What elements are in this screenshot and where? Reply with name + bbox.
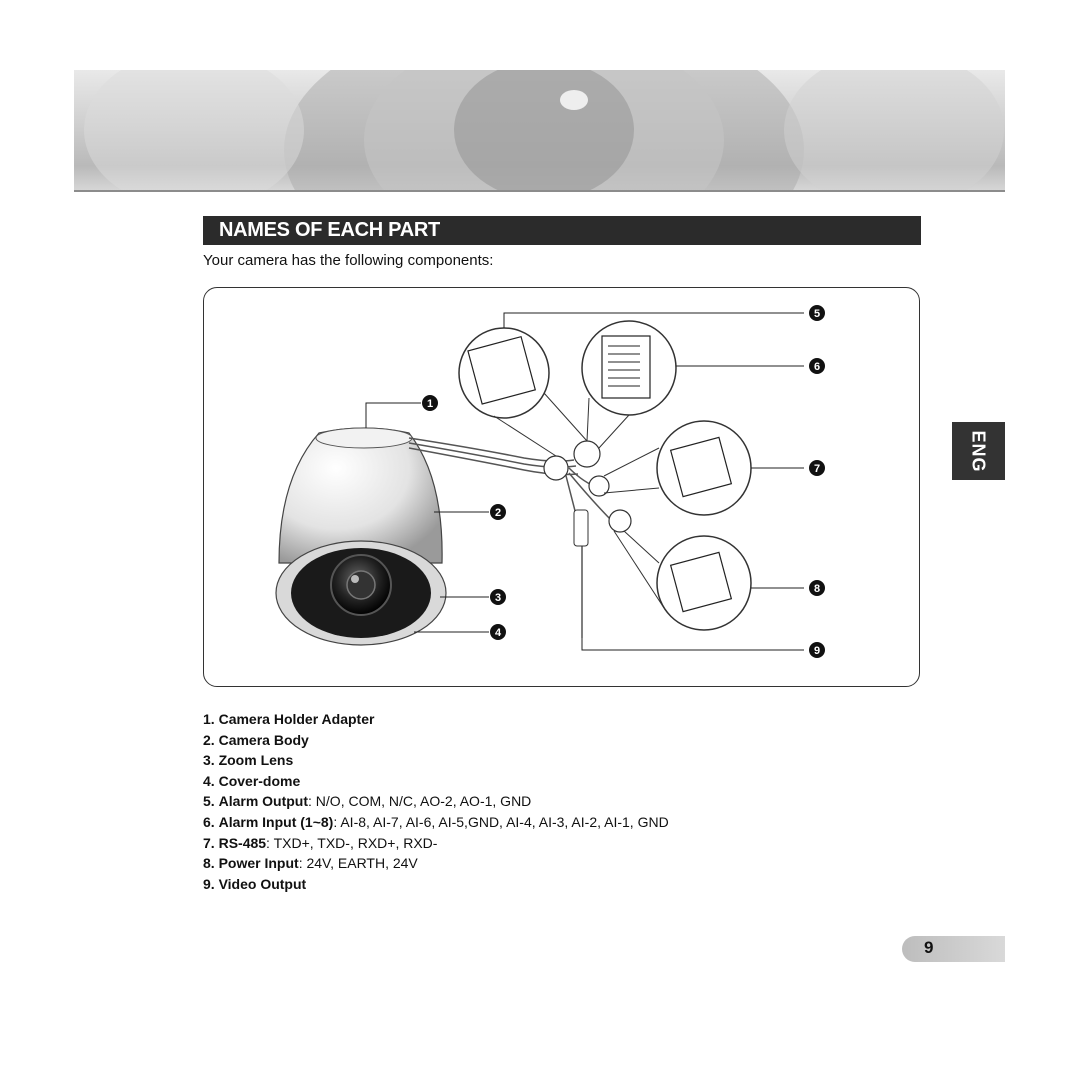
list-item: 4. Cover-dome — [203, 772, 301, 789]
callout-1-label: 1 — [427, 398, 433, 410]
camera-parts-diagram: 1 2 3 4 5 6 7 8 9 — [203, 287, 920, 687]
callout-7-label: 7 — [814, 463, 820, 475]
callout-9-label: 9 — [814, 645, 820, 657]
callout-5-label: 5 — [814, 308, 820, 320]
list-item: 8. Power Input: 24V, EARTH, 24V — [203, 855, 418, 872]
list-item: 1. Camera Holder Adapter — [203, 711, 375, 727]
section-title: NAMES OF EACH PART — [203, 216, 921, 245]
callout-3: 3 — [490, 589, 506, 605]
header-banner-image — [74, 70, 1005, 192]
list-item: 5. Alarm Output: N/O, COM, N/C, AO-2, AO… — [203, 793, 532, 810]
camera-body-illustration — [275, 427, 447, 646]
callout-7: 7 — [809, 460, 825, 476]
callout-6: 6 — [809, 358, 825, 374]
language-tab: ENG — [952, 422, 1005, 480]
callout-1: 1 — [422, 395, 438, 411]
callout-4: 4 — [490, 624, 506, 640]
list-item: 3. Zoom Lens — [203, 752, 294, 769]
callout-5: 5 — [809, 305, 825, 321]
list-item: 9. Video Output — [203, 875, 307, 892]
list-item: 7. RS-485: TXD+, TXD-, RXD+, RXD- — [203, 834, 438, 851]
page-number-badge: 9 — [902, 936, 1005, 962]
parts-list: 1. Camera Holder Adapter 2. Camera Body … — [203, 709, 669, 894]
intro-text: Your camera has the following components… — [203, 252, 494, 269]
callout-6-label: 6 — [814, 361, 820, 373]
callout-4-label: 4 — [495, 627, 502, 639]
callout-2: 2 — [490, 504, 506, 520]
callout-3-label: 3 — [495, 592, 501, 604]
language-tab-label: ENG — [968, 429, 989, 473]
callout-8: 8 — [809, 580, 825, 596]
list-item: 6. Alarm Input (1~8): AI-8, AI-7, AI-6, … — [203, 813, 669, 830]
callout-9: 9 — [809, 642, 825, 658]
page-number: 9 — [924, 938, 934, 957]
list-item: 2. Camera Body — [203, 731, 309, 748]
callout-2-label: 2 — [495, 507, 501, 519]
callout-8-label: 8 — [814, 583, 820, 595]
